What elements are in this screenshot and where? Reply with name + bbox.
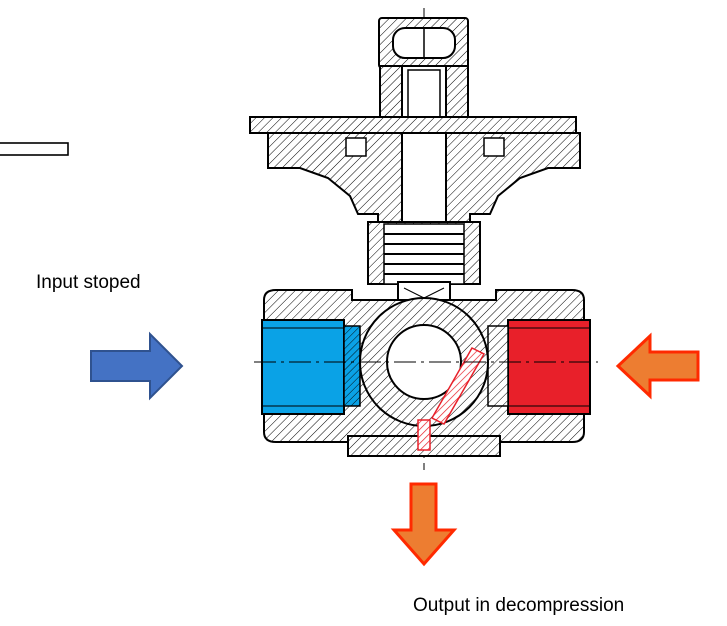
threaded-stem xyxy=(367,221,481,313)
inlet-port xyxy=(261,319,361,415)
output-label: Output in decompression xyxy=(413,595,625,616)
partial-bar xyxy=(0,142,69,156)
outlet-port xyxy=(487,319,591,415)
mounting-plate xyxy=(249,116,577,134)
arrow-right-icon xyxy=(90,331,184,401)
input-label: Input stoped xyxy=(36,272,141,293)
screw-head xyxy=(378,17,469,69)
arrow-down-icon xyxy=(390,482,458,567)
arrow-left-icon xyxy=(615,332,700,400)
